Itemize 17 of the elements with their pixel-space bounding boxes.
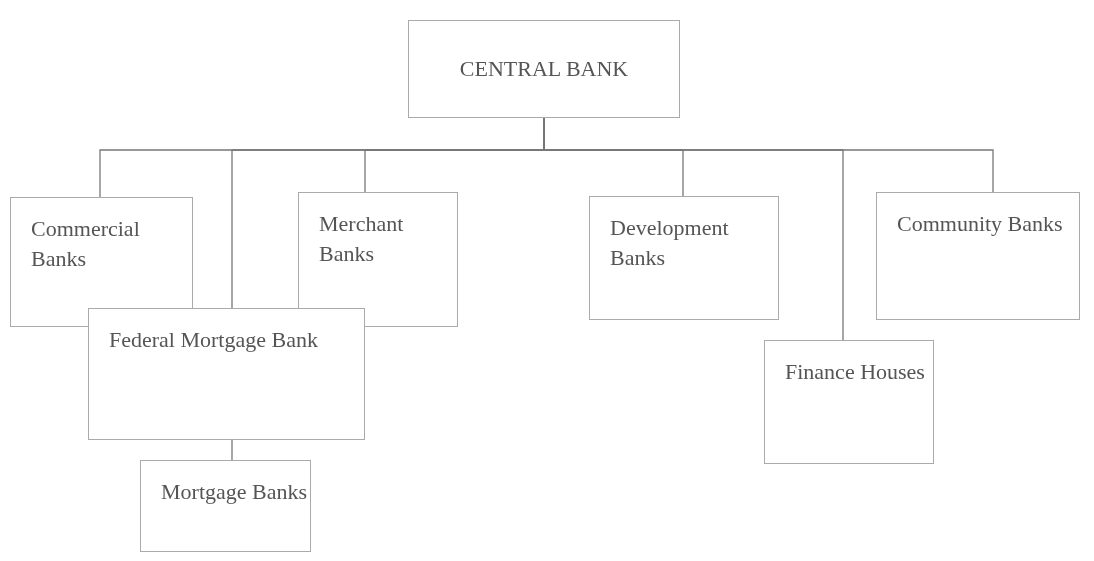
box-label: Merchant Banks [319,210,405,268]
box-label: Community Banks [897,210,1063,238]
connector-line [231,439,233,461]
org-box [764,340,934,464]
org-box [408,20,680,118]
org-box [876,192,1080,320]
box-label: Development Banks [610,214,730,272]
box-label: Mortgage Banks [161,478,308,506]
org-box [298,192,458,327]
box-label: CENTRAL BANK [459,55,629,83]
org-box [140,460,311,552]
box-label: Finance Houses [785,358,925,386]
org-box [10,197,193,327]
box-label: Commercial Banks [31,215,141,273]
org-box [88,308,365,440]
org-box [589,196,779,320]
box-label: Federal Mortgage Bank [109,326,318,354]
